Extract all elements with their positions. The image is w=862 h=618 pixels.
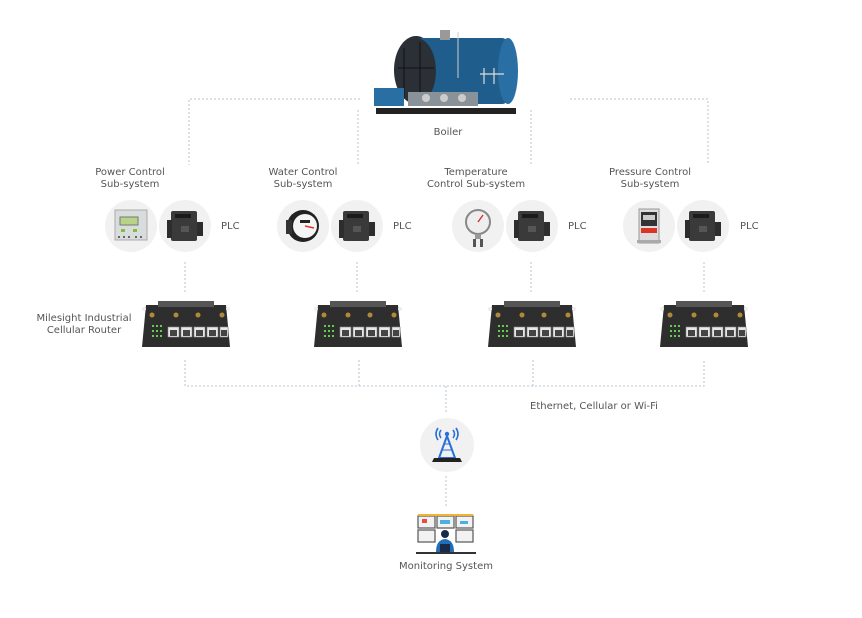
monitoring-station-icon bbox=[416, 514, 476, 554]
boiler-label: Boiler bbox=[433, 127, 463, 138]
subsystem-label-line2: Sub-system bbox=[100, 179, 160, 190]
subsystem-label-line1: Water Control bbox=[268, 167, 338, 178]
subsystem-label-line1: Power Control bbox=[95, 167, 165, 178]
subsystem-label-line2: Sub-system bbox=[273, 179, 333, 190]
router-label-line2: Cellular Router bbox=[46, 325, 122, 336]
connector-boiler-left bbox=[188, 98, 360, 165]
subsystem-label-temperature: Temperature Control Sub-system bbox=[421, 167, 531, 191]
boiler-node bbox=[368, 28, 528, 120]
water-meter-icon bbox=[286, 210, 319, 242]
flow-controller-node bbox=[623, 200, 675, 252]
subsystem-label-line2: Sub-system bbox=[620, 179, 680, 190]
monitoring-station-node bbox=[416, 512, 476, 556]
subsystem-label-power: Power Control Sub-system bbox=[80, 167, 180, 191]
plc-label: PLC bbox=[740, 221, 759, 232]
boiler-icon bbox=[374, 30, 518, 114]
cell-tower-icon bbox=[432, 427, 462, 462]
router-icon bbox=[488, 301, 576, 347]
plc-node-2 bbox=[331, 200, 383, 252]
plc-label: PLC bbox=[221, 221, 240, 232]
router-node-1 bbox=[138, 297, 234, 359]
plc-label: PLC bbox=[393, 221, 412, 232]
water-meter-node bbox=[277, 200, 329, 252]
plc-icon bbox=[685, 211, 721, 241]
router-node-4 bbox=[656, 297, 752, 359]
router-node-2 bbox=[310, 297, 406, 359]
pressure-gauge-node bbox=[452, 200, 504, 252]
plc-icon bbox=[514, 211, 550, 241]
cell-tower-node bbox=[420, 418, 474, 472]
pressure-gauge-icon bbox=[465, 209, 491, 247]
plc-icon bbox=[339, 211, 375, 241]
connector-boiler-right bbox=[570, 98, 709, 165]
subsystem-label-line2: Control Sub-system bbox=[426, 179, 526, 190]
flow-controller-icon bbox=[637, 208, 661, 244]
plc-node-1 bbox=[159, 200, 211, 252]
power-meter-icon bbox=[114, 209, 148, 241]
subsystem-label-pressure: Pressure Control Sub-system bbox=[600, 167, 700, 191]
connector-router-bus bbox=[184, 360, 705, 387]
router-icon bbox=[142, 301, 230, 347]
plc-node-4 bbox=[677, 200, 729, 252]
plc-label: PLC bbox=[568, 221, 587, 232]
network-label: Ethernet, Cellular or Wi-Fi bbox=[530, 401, 658, 412]
plc-node-3 bbox=[506, 200, 558, 252]
router-label-line1: Milesight Industrial bbox=[36, 313, 132, 324]
subsystem-label-line1: Temperature bbox=[444, 167, 508, 178]
router-node-3 bbox=[484, 297, 580, 359]
subsystem-label-water: Water Control Sub-system bbox=[253, 167, 353, 191]
plc-icon bbox=[167, 211, 203, 241]
power-meter-node bbox=[105, 200, 157, 252]
router-icon bbox=[660, 301, 748, 347]
subsystem-label-line1: Pressure Control bbox=[608, 167, 692, 178]
router-icon bbox=[314, 301, 402, 347]
router-label: Milesight Industrial Cellular Router bbox=[32, 313, 136, 337]
monitoring-label: Monitoring System bbox=[399, 561, 493, 572]
